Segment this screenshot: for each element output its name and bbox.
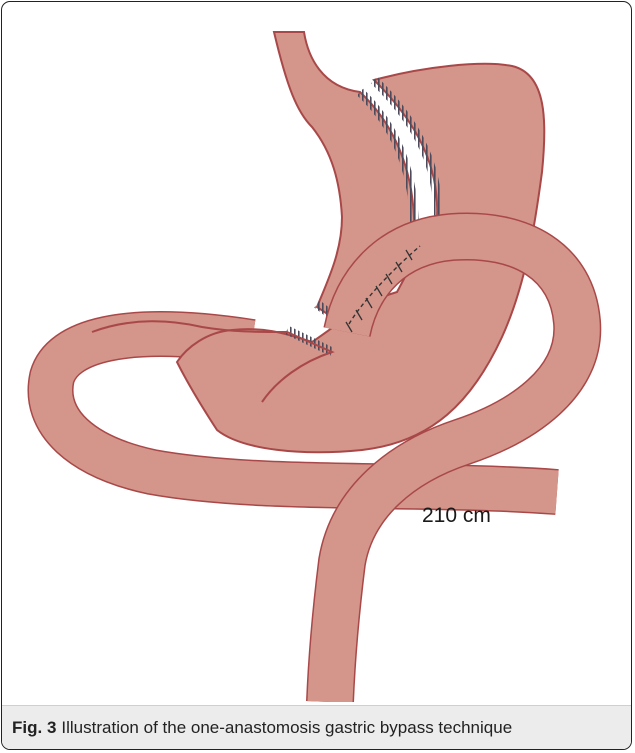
- caption-text: Illustration of the one-anastomosis gast…: [61, 718, 512, 738]
- gastric-bypass-illustration: 210 cm: [2, 2, 632, 702]
- figure-caption: Fig. 3 Illustration of the one-anastomos…: [2, 705, 631, 749]
- limb-length-label: 210 cm: [422, 504, 491, 527]
- figure-label: Fig. 3: [12, 718, 56, 738]
